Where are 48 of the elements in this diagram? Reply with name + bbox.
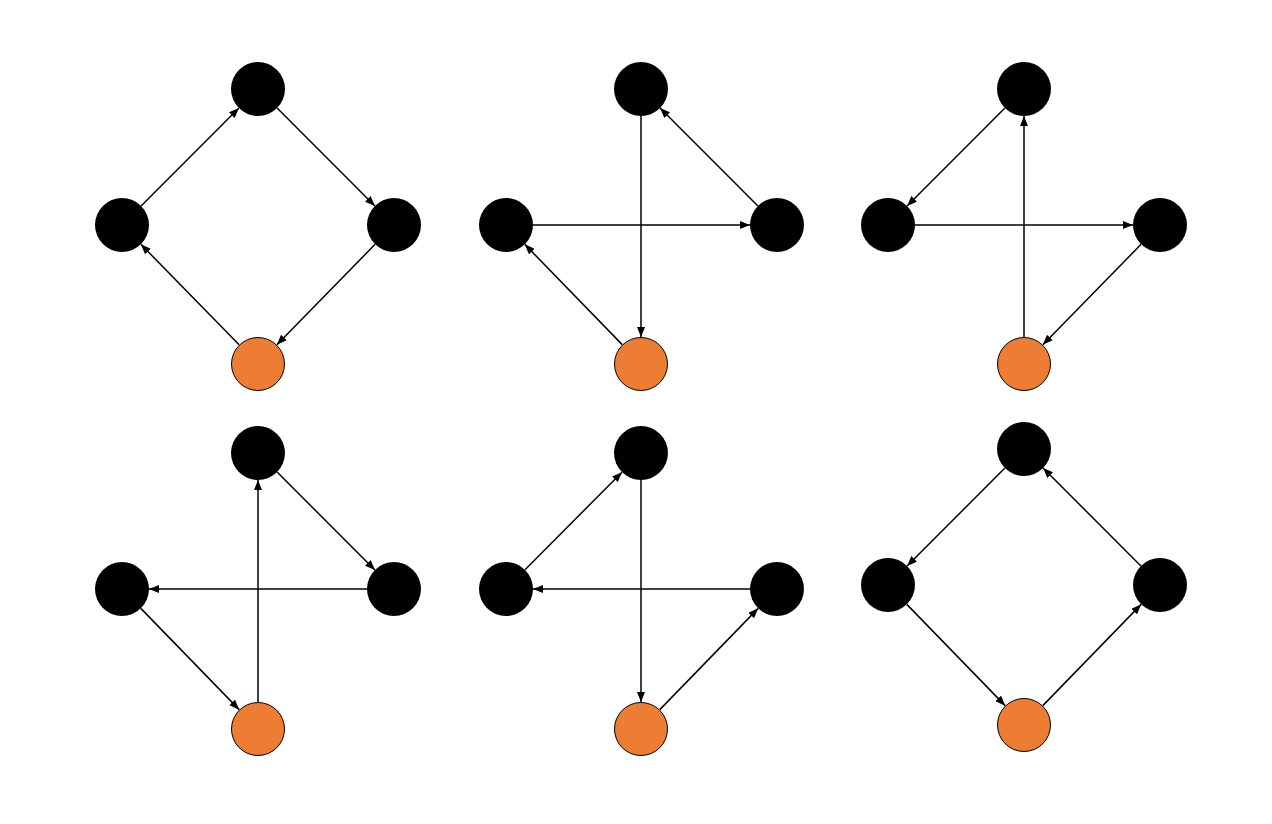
arrow — [906, 603, 1006, 707]
graph-node-circle — [750, 198, 804, 252]
graph-node-circle — [479, 198, 533, 252]
arrow — [148, 585, 368, 593]
arrow — [254, 479, 262, 703]
arrow — [637, 115, 645, 338]
graph-node-circle — [997, 698, 1051, 752]
arrow — [532, 585, 751, 593]
graph-node-circle — [997, 62, 1051, 116]
arrow — [659, 607, 759, 711]
arrow — [1042, 467, 1142, 567]
graph-node-circle — [95, 198, 149, 252]
graph-node-circle — [1133, 198, 1187, 252]
graph-node-circle — [861, 558, 915, 612]
graph-node-circle — [861, 198, 915, 252]
arrow — [914, 221, 1134, 229]
arrow — [276, 243, 376, 346]
graph-node-circle — [614, 337, 668, 391]
graph-node-circle — [614, 426, 668, 480]
arrow — [906, 107, 1006, 207]
arrow — [1042, 243, 1142, 346]
arrow — [1042, 603, 1142, 707]
graph-node-circle — [614, 62, 668, 116]
graph-node-circle — [750, 562, 804, 616]
graph-node-circle — [231, 337, 285, 391]
graph-node-circle — [231, 62, 285, 116]
arrow — [140, 243, 240, 346]
graph-node-circle — [997, 422, 1051, 476]
arrow — [532, 221, 751, 229]
arrow — [906, 467, 1006, 567]
graph-node-circle — [231, 702, 285, 756]
graph-node-circle — [367, 198, 421, 252]
graph-node-circle — [1133, 558, 1187, 612]
arrow — [659, 107, 759, 207]
arrow — [1020, 115, 1028, 338]
arrow — [524, 471, 623, 571]
graph-node-circle — [479, 562, 533, 616]
arrow — [140, 107, 240, 207]
arrow — [524, 243, 623, 346]
arrow — [276, 107, 376, 207]
graph-node-circle — [231, 426, 285, 480]
arrow — [140, 607, 240, 711]
graph-node-circle — [997, 337, 1051, 391]
graph-node-circle — [367, 562, 421, 616]
arrow — [637, 479, 645, 703]
graph-node-circle — [95, 562, 149, 616]
graph-node-circle — [614, 702, 668, 756]
arrow — [276, 471, 376, 571]
